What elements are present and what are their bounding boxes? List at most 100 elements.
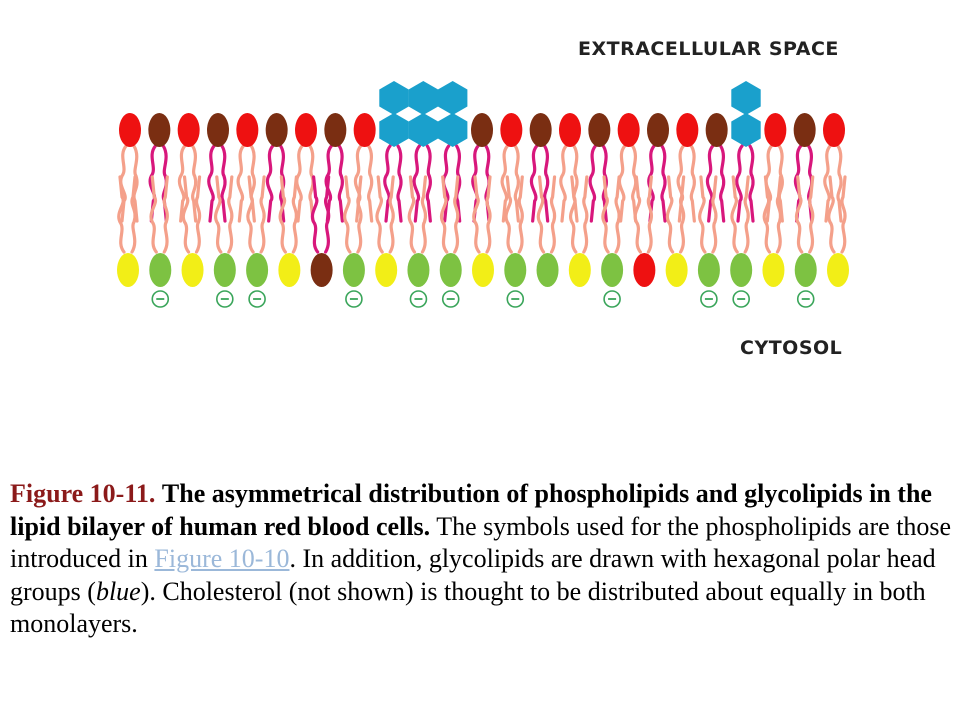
inner-lipid-10-head-green xyxy=(407,253,430,287)
outer-lipid-18-head-red xyxy=(617,113,640,147)
outer-lipid-8-tail-1 xyxy=(324,144,333,223)
inner-lipid-16-tail-1 xyxy=(601,175,610,254)
outer-lipid-23-tail-1 xyxy=(764,144,773,223)
outer-lipid-20-tail-2 xyxy=(689,144,696,223)
inner-lipid-9-head-yellow xyxy=(375,253,398,287)
outer-lipid-21-tail-1 xyxy=(705,144,715,223)
inner-lipid-19-tail-2 xyxy=(711,175,718,254)
inner-lipid-6-tail-1 xyxy=(278,175,287,254)
outer-lipid-20-head-red xyxy=(676,113,699,147)
inner-lipid-5-tail-2 xyxy=(259,175,266,254)
figure-number: Figure 10-11. xyxy=(10,479,156,508)
inner-lipid-17-head-red xyxy=(633,253,656,287)
inner-lipid-1-head-yellow xyxy=(117,253,139,287)
inner-lipid-15-tail-2 xyxy=(582,175,589,254)
inner-lipid-4-tail-2 xyxy=(227,175,234,254)
inner-lipid-21-tail-1 xyxy=(762,175,772,254)
inner-lipid-1-tail-1 xyxy=(117,175,126,254)
lipid-bilayer-diagram xyxy=(117,81,849,308)
outer-lipid-7-head-red xyxy=(295,113,317,147)
outer-lipid-22-tail-1 xyxy=(735,144,744,223)
outer-lipid-22-glycolipid-hex-1 xyxy=(731,113,761,147)
inner-lipid-12-head-yellow xyxy=(472,253,494,287)
inner-lipid-6-head-yellow xyxy=(278,253,301,287)
inner-lipid-20-head-green xyxy=(730,253,753,287)
inner-lipid-16-head-green xyxy=(601,253,624,287)
outer-lipid-6-tail-2 xyxy=(279,144,286,223)
outer-lipid-14-tail-2 xyxy=(513,144,520,223)
inner-lipid-14-head-green xyxy=(536,253,559,287)
outer-lipid-11-tail-1 xyxy=(412,144,421,223)
inner-lipid-14-tail-1 xyxy=(536,175,546,254)
inner-lipid-18-head-yellow xyxy=(665,253,688,287)
inner-lipid-21-tail-2 xyxy=(775,175,783,254)
inner-lipid-22-tail-2 xyxy=(808,175,815,254)
outer-lipid-21-head-brown xyxy=(705,113,728,147)
inner-lipid-18-tail-1 xyxy=(665,175,675,254)
outer-lipid-17-tail-1 xyxy=(588,144,597,223)
inner-lipid-3-tail-1 xyxy=(181,175,191,254)
outer-lipid-6-head-brown xyxy=(265,113,288,147)
outer-lipid-5-head-red xyxy=(236,113,259,147)
outer-lipid-23-head-red xyxy=(764,113,787,147)
inner-lipid-17-tail-1 xyxy=(633,175,642,254)
inner-lipid-13-head-green xyxy=(504,253,527,287)
inner-lipid-8-tail-1 xyxy=(343,175,352,254)
outer-lipid-3-tail-1 xyxy=(177,144,187,223)
inner-lipid-23-tail-2 xyxy=(840,175,847,254)
inner-lipid-21-head-yellow xyxy=(762,253,785,287)
outer-lipid-18-tail-1 xyxy=(617,144,627,223)
inner-lipid-11-tail-2 xyxy=(453,175,460,254)
outer-lipid-1-tail-1 xyxy=(119,144,128,223)
outer-lipid-10-tail-1 xyxy=(383,144,392,223)
outer-lipid-2-head-brown xyxy=(148,113,171,147)
outer-lipid-3-tail-2 xyxy=(191,144,198,223)
inner-lipid-12-tail-2 xyxy=(485,175,492,254)
inner-lipid-7-head-brown xyxy=(310,253,333,287)
cytosol-label: CYTOSOL xyxy=(740,337,843,359)
inner-lipid-2-tail-1 xyxy=(149,175,158,254)
inner-lipid-9-tail-2 xyxy=(388,175,395,254)
caption-italic-word: blue xyxy=(95,576,141,606)
outer-lipid-11-tail-2 xyxy=(425,144,432,223)
figure-link[interactable]: Figure 10-10 xyxy=(154,544,290,573)
inner-lipid-18-tail-2 xyxy=(679,175,686,254)
inner-lipid-23-tail-1 xyxy=(827,175,836,254)
inner-lipid-23-head-yellow xyxy=(827,253,849,287)
inner-lipid-4-tail-1 xyxy=(214,175,223,254)
outer-lipid-25-tail-2 xyxy=(836,144,843,223)
inner-lipid-19-tail-1 xyxy=(698,175,707,254)
inner-lipid-7-tail-1 xyxy=(310,175,320,254)
inner-lipid-3-tail-2 xyxy=(194,175,202,254)
inner-lipid-10-tail-1 xyxy=(407,175,417,254)
outer-lipid-16-tail-1 xyxy=(559,144,568,223)
outer-lipid-25-head-red xyxy=(823,113,845,147)
outer-lipid-8-head-brown xyxy=(324,113,347,147)
inner-lipid-11-head-green xyxy=(439,253,462,287)
inner-lipid-6-tail-2 xyxy=(291,175,298,254)
outer-lipid-4-tail-2 xyxy=(220,144,227,223)
inner-lipid-7-tail-2 xyxy=(324,175,331,254)
outer-lipid-4-head-brown xyxy=(207,113,229,147)
outer-lipid-11-glycolipid-hex-2 xyxy=(408,81,439,115)
inner-lipid-9-tail-1 xyxy=(375,175,384,254)
outer-lipid-12-glycolipid-hex-2 xyxy=(437,81,468,115)
inner-lipid-2-head-green xyxy=(149,253,172,287)
outer-lipid-2-tail-2 xyxy=(161,144,168,223)
inner-lipid-2-tail-2 xyxy=(162,175,169,254)
outer-lipid-24-head-brown xyxy=(793,113,816,147)
inner-lipid-13-tail-2 xyxy=(517,175,524,254)
outer-lipid-22-glycolipid-hex-2 xyxy=(731,81,761,115)
inner-lipid-1-tail-2 xyxy=(130,175,137,254)
outer-lipid-9-tail-2 xyxy=(367,144,374,223)
outer-lipid-12-tail-1 xyxy=(441,144,451,223)
extracellular-space-label: EXTRACELLULAR SPACE xyxy=(578,38,839,60)
outer-lipid-22-tail-2 xyxy=(748,144,755,223)
outer-lipid-16-tail-2 xyxy=(572,144,579,223)
inner-lipid-20-tail-2 xyxy=(743,175,750,254)
outer-lipid-9-head-red xyxy=(353,113,376,147)
caption-text-2: . In addition, glycolipids are drawn wit… xyxy=(10,544,936,606)
inner-lipid-12-tail-1 xyxy=(472,175,481,254)
outer-lipid-14-tail-1 xyxy=(500,144,509,223)
outer-lipid-5-tail-2 xyxy=(249,144,256,223)
